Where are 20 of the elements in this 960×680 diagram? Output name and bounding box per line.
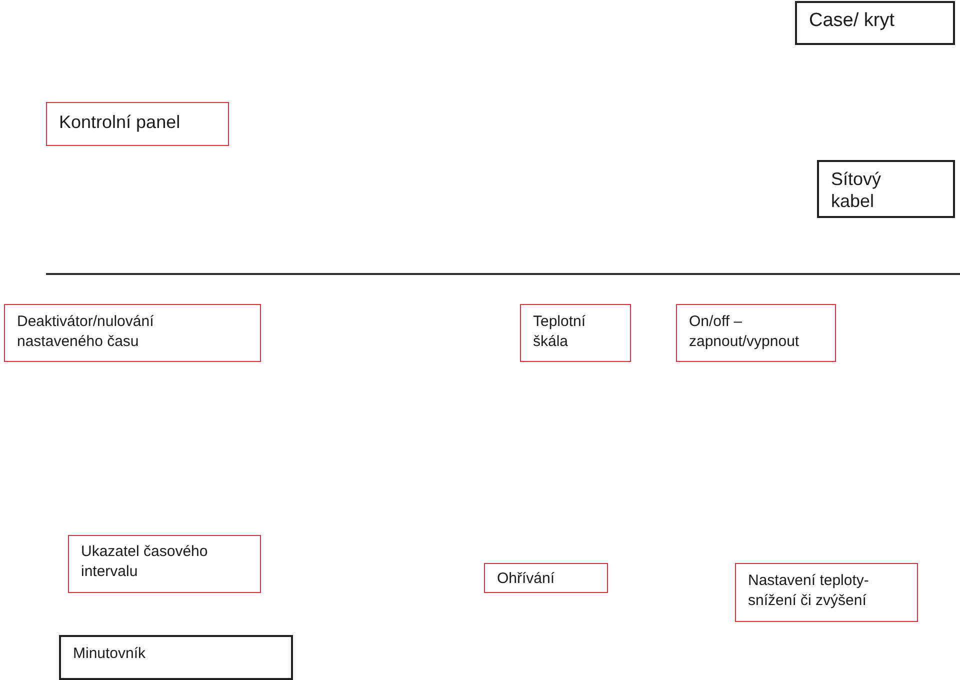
callout-box [735,563,918,622]
callout-text: Kontrolní panel [59,111,180,133]
callout-box [59,635,293,680]
callout-box [484,563,608,593]
callout-text: Ukazatel časového intervalu [81,542,209,582]
callout-text: Deaktivátor/nulování nastaveného času [17,312,155,352]
callout-text: On/off – zapnout/vypnout [689,312,800,352]
callout-text: Case/ kryt [809,10,895,32]
callout-box [68,535,261,593]
callout-box [817,160,955,218]
callout-box [46,102,229,146]
callout-box [795,1,955,45]
callout-text: Sítový kabel [831,168,882,212]
callout-box [4,304,261,362]
callout-text: Ohřívání [497,569,555,589]
callout-text: Nastavení teploty- snížení či zvýšení [748,571,870,611]
callout-text: Teplotní škála [533,312,587,352]
callout-box [676,304,836,362]
callout-text: Minutovník [73,644,146,664]
callout-box [520,304,631,362]
